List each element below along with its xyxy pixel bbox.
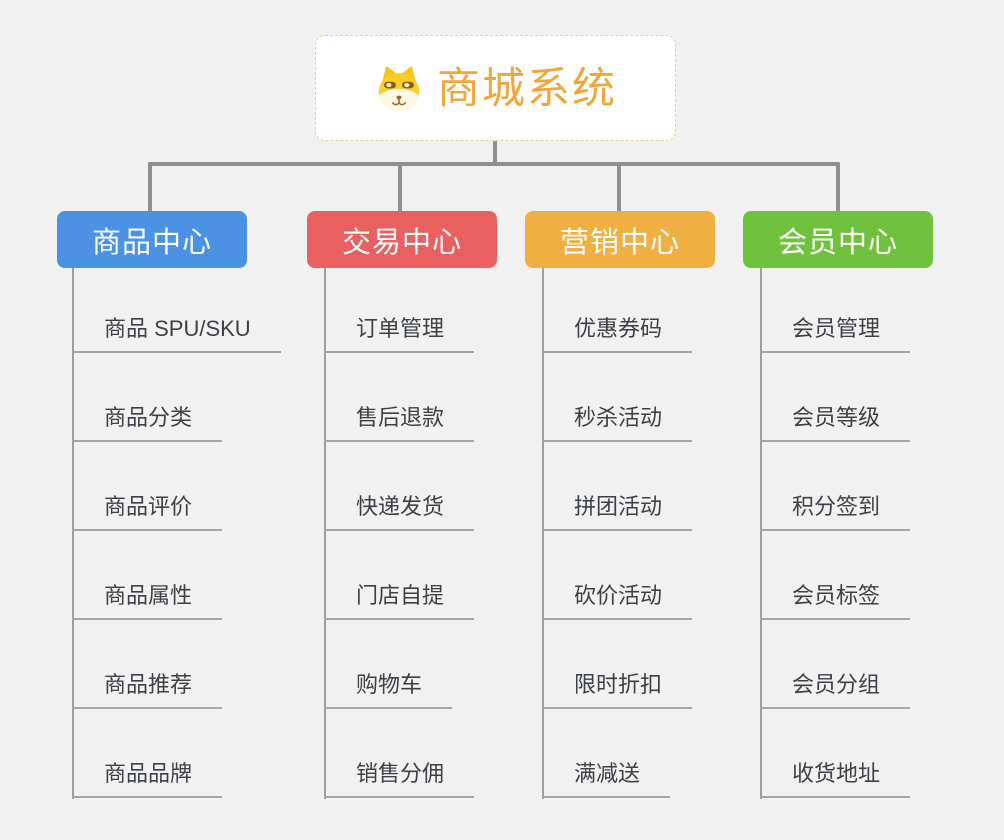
branch-leaf-line [72, 268, 74, 799]
leaf-row: 销售分佣 [324, 709, 475, 798]
leaf-row: 会员等级 [760, 353, 911, 442]
leaf-node[interactable]: 拼团活动 [542, 494, 693, 531]
leaf-node[interactable]: 商品分类 [72, 405, 223, 442]
leaf-node[interactable]: 优惠券码 [542, 316, 693, 353]
leaf-node[interactable]: 会员标签 [760, 583, 911, 620]
leaf-node[interactable]: 积分签到 [760, 494, 911, 531]
connector-drop [398, 162, 402, 212]
branch-leaf-line [760, 268, 762, 799]
branch-column: 优惠券码 秒杀活动 拼团活动 砍价活动 限时折扣 满减送 [542, 264, 693, 798]
leaf-node[interactable]: 秒杀活动 [542, 405, 693, 442]
branch-leaf-line [542, 268, 544, 799]
branch-column: 订单管理 售后退款 快递发货 门店自提 购物车 销售分佣 [324, 264, 475, 798]
leaf-row: 会员分组 [760, 620, 911, 709]
leaf-node[interactable]: 会员等级 [760, 405, 911, 442]
leaf-node[interactable]: 订单管理 [324, 316, 475, 353]
leaf-row: 会员标签 [760, 531, 911, 620]
leaf-node[interactable]: 购物车 [324, 672, 453, 709]
branch-label: 商品中心 [91, 226, 212, 259]
branch-node-marketing-center[interactable]: 营销中心 [525, 211, 715, 268]
leaf-row: 商品品牌 [72, 709, 281, 798]
branch-label: 营销中心 [559, 226, 680, 259]
leaf-node[interactable]: 满减送 [542, 761, 671, 798]
branch-label: 交易中心 [341, 226, 462, 259]
leaf-row: 满减送 [542, 709, 692, 798]
leaf-row: 快递发货 [324, 442, 475, 531]
leaf-row: 拼团活动 [542, 442, 693, 531]
leaf-node[interactable]: 商品属性 [72, 583, 223, 620]
root-node[interactable]: 商城系统 [315, 35, 676, 141]
leaf-row: 会员管理 [760, 264, 911, 353]
leaf-row: 商品 SPU/SKU [72, 264, 281, 353]
connector-bus [148, 162, 840, 166]
leaf-node[interactable]: 门店自提 [324, 583, 475, 620]
leaf-row: 门店自提 [324, 531, 475, 620]
leaf-node[interactable]: 售后退款 [324, 405, 475, 442]
root-title: 商城系统 [437, 64, 617, 113]
branch-column: 会员管理 会员等级 积分签到 会员标签 会员分组 收货地址 [760, 264, 911, 798]
connector-drop [617, 162, 621, 212]
leaf-node[interactable]: 限时折扣 [542, 672, 693, 709]
leaf-row: 积分签到 [760, 442, 911, 531]
leaf-row: 优惠券码 [542, 264, 693, 353]
leaf-node[interactable]: 会员管理 [760, 316, 911, 353]
leaf-node[interactable]: 商品品牌 [72, 761, 223, 798]
branch-column: 商品 SPU/SKU 商品分类 商品评价 商品属性 商品推荐 商品品牌 [72, 264, 281, 798]
leaf-row: 秒杀活动 [542, 353, 693, 442]
branch-node-product-center[interactable]: 商品中心 [57, 211, 247, 268]
leaf-node[interactable]: 会员分组 [760, 672, 911, 709]
connector-stem [493, 141, 497, 165]
leaf-row: 订单管理 [324, 264, 475, 353]
branch-node-member-center[interactable]: 会员中心 [743, 211, 933, 268]
leaf-node[interactable]: 砍价活动 [542, 583, 693, 620]
leaf-row: 购物车 [324, 620, 474, 709]
leaf-node[interactable]: 销售分佣 [324, 761, 475, 798]
connector-drop [148, 162, 152, 212]
leaf-node[interactable]: 商品推荐 [72, 672, 223, 709]
connector-drop [836, 162, 840, 212]
doge-icon [378, 66, 420, 111]
leaf-node[interactable]: 收货地址 [760, 761, 911, 798]
leaf-row: 商品属性 [72, 531, 281, 620]
leaf-row: 砍价活动 [542, 531, 693, 620]
branch-node-trade-center[interactable]: 交易中心 [307, 211, 497, 268]
leaf-node[interactable]: 快递发货 [324, 494, 475, 531]
leaf-row: 限时折扣 [542, 620, 693, 709]
branch-leaf-line [324, 268, 326, 799]
branch-label: 会员中心 [777, 226, 898, 259]
leaf-row: 商品推荐 [72, 620, 281, 709]
leaf-row: 收货地址 [760, 709, 911, 798]
leaf-row: 商品评价 [72, 442, 281, 531]
leaf-node[interactable]: 商品 SPU/SKU [72, 316, 281, 353]
leaf-node[interactable]: 商品评价 [72, 494, 223, 531]
leaf-row: 商品分类 [72, 353, 281, 442]
leaf-row: 售后退款 [324, 353, 475, 442]
